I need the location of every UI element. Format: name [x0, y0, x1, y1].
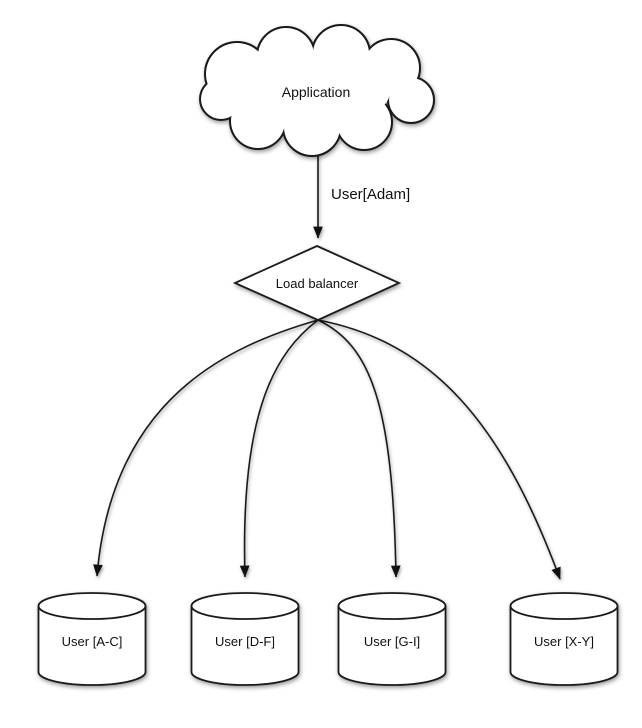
cloud-fill — [201, 26, 433, 155]
edge-loadbalancer-to-shard-df-arrow — [239, 319, 319, 578]
edge-loadbalancer-to-shard-ac-arrow — [93, 319, 319, 577]
shard-label: User [D-F] — [215, 634, 275, 649]
shard-label: User [G-I] — [364, 634, 420, 649]
cylinder-rim — [509, 605, 619, 620]
application-cloud-node: Application — [199, 24, 435, 157]
load-balancer-node: Load balancer — [232, 245, 402, 321]
edge-loadbalancer-to-shard-gi-arrow — [317, 319, 401, 578]
load-balancer-diamond — [232, 245, 402, 321]
application-node-label: Application — [282, 84, 351, 100]
shard-label: User [A-C] — [62, 634, 123, 649]
cylinder-rim — [337, 605, 447, 620]
shard-node-user-d-f: User [D-F] — [190, 592, 300, 686]
edge-loadbalancer-to-shard-xy-arrow — [317, 319, 561, 580]
edge-user-adam-label: User[Adam] — [331, 186, 410, 203]
shard-node-user-g-i: User [G-I] — [337, 592, 447, 686]
edges-layer — [93, 154, 561, 580]
shard-node-user-x-y: User [X-Y] — [509, 592, 619, 686]
shard-label: User [X-Y] — [534, 634, 594, 649]
load-balancer-label: Load balancer — [276, 276, 359, 291]
shard-node-user-a-c: User [A-C] — [37, 592, 147, 686]
cylinder-rim — [37, 605, 147, 620]
cylinder-rim — [190, 605, 300, 620]
